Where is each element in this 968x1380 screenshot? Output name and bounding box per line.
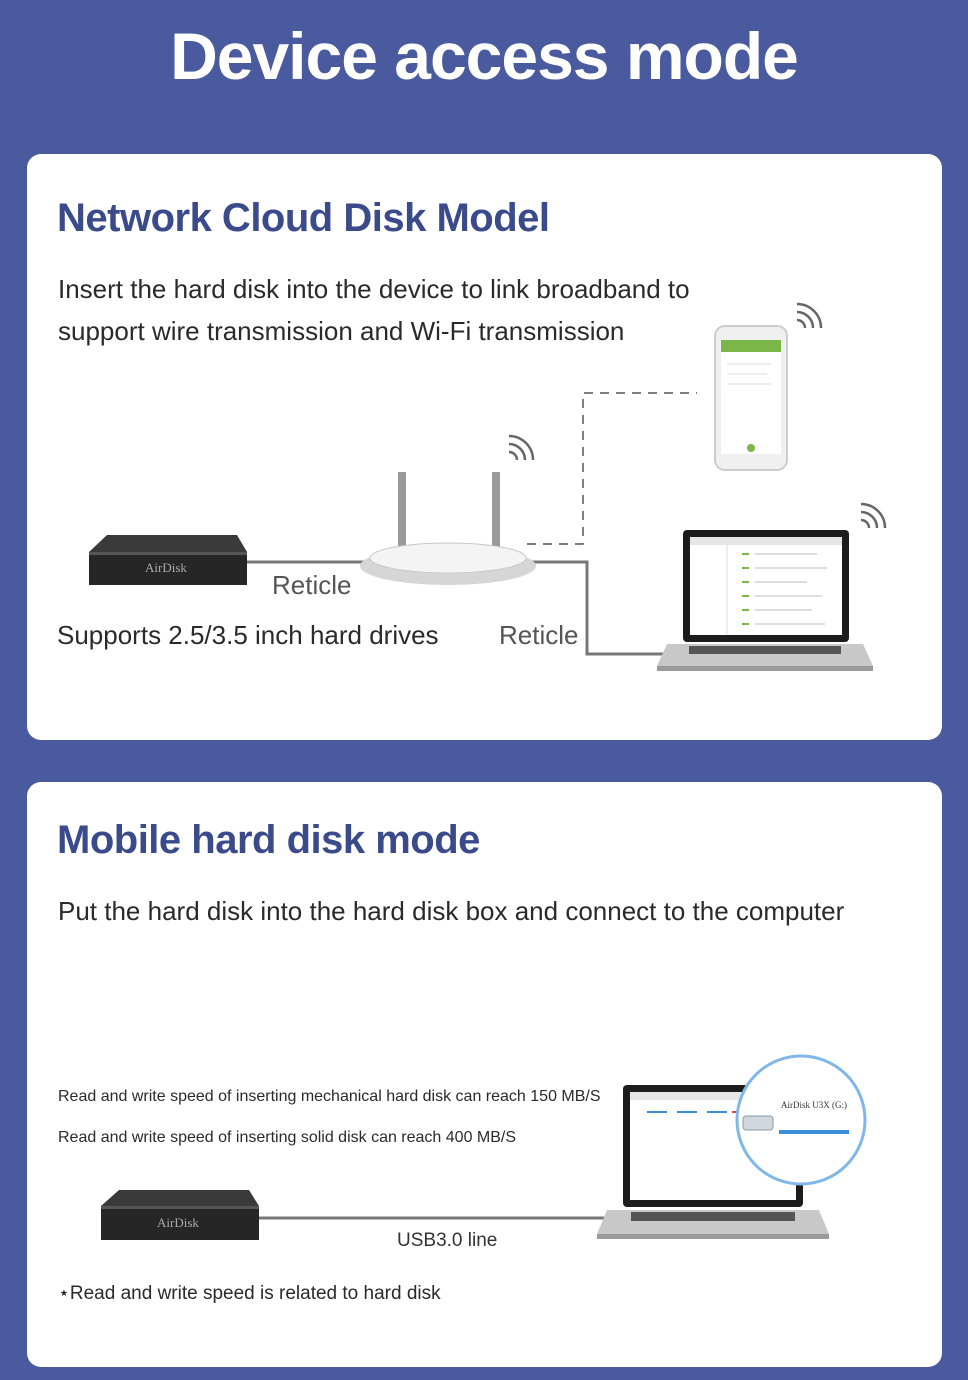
magnifier-callout [735,1054,867,1186]
mobile-mode-card: Mobile hard disk mode Put the hard disk … [27,782,942,1367]
device-brand-label: AirDisk [145,560,187,575]
smartphone-icon [714,325,788,471]
usb-cable-label: USB3.0 line [397,1230,498,1251]
reticle-label-1: Reticle [272,570,352,600]
device-brand-label: AirDisk [157,1215,199,1230]
usb-diagram [101,1054,867,1240]
reticle-cable-2 [527,560,667,656]
network-mode-description-line1: Insert the hard disk into the device to … [58,274,690,304]
mobile-mode-description: Put the hard disk into the hard disk box… [58,896,845,926]
phone-wifi-signal-icon [796,302,823,329]
network-mode-title: Network Cloud Disk Model [57,196,550,240]
mechanical-speed-text: Read and write speed of inserting mechan… [58,1088,601,1105]
wifi-link-line [527,392,697,545]
network-mode-description-line2: support wire transmission and Wi-Fi tran… [58,316,625,346]
router-icon [360,472,536,585]
wifi-signal-icon [508,434,535,461]
reticle-label-2: Reticle [499,620,579,650]
mobile-mode-title: Mobile hard disk mode [57,818,480,862]
airdisk-device-icon [89,535,247,585]
airdisk-device-icon [101,1190,259,1240]
laptop-wifi-signal-icon [860,502,887,529]
laptop-icon [657,530,873,671]
network-diagram [89,302,887,671]
speed-footnote: ⋆Read and write speed is related to hard… [58,1283,441,1304]
solid-speed-text: Read and write speed of inserting solid … [58,1129,517,1146]
page-title: Device access mode [170,19,799,93]
drive-name-label: AirDisk U3X (G:) [781,1100,847,1110]
network-mode-card: Network Cloud Disk Model Insert the hard… [27,154,942,740]
drive-support-text: Supports 2.5/3.5 inch hard drives [57,620,439,650]
